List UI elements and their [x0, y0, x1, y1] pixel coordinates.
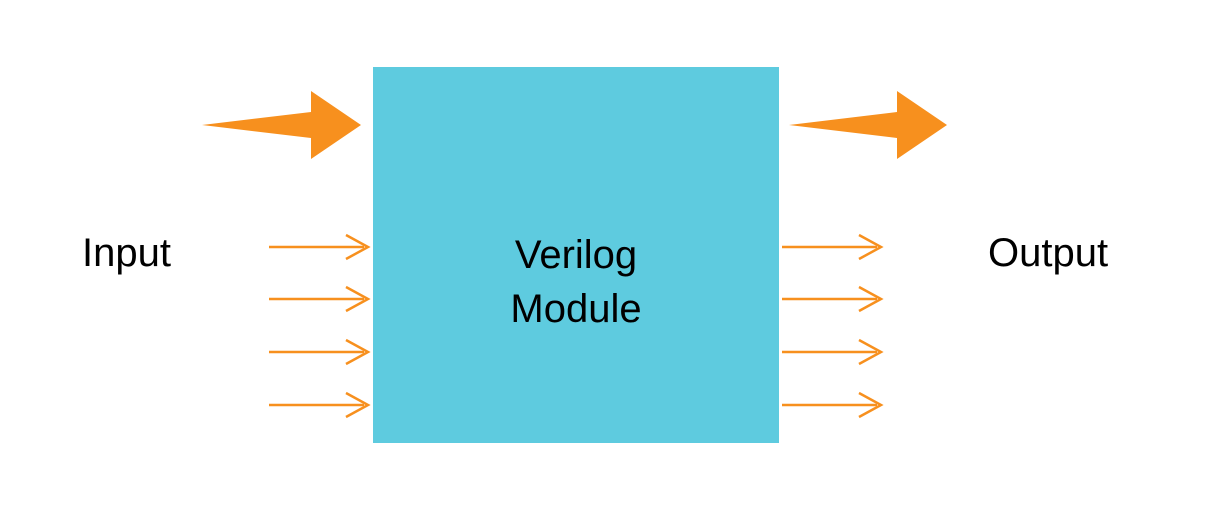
input-signal-arrow-4: [269, 391, 371, 419]
input-label: Input: [82, 231, 171, 275]
output-signal-arrow-3: [782, 338, 884, 366]
input-signal-arrows: [269, 233, 371, 419]
input-signal-arrow-2: [269, 285, 371, 313]
input-signal-arrow-3: [269, 338, 371, 366]
module-title-line-1: Verilog: [514, 233, 638, 277]
output-signal-arrows: [782, 233, 884, 419]
output-bus-arrow: [789, 91, 947, 159]
module-title-line-2: Module: [510, 287, 642, 331]
output-signal-arrow-2: [782, 285, 884, 313]
output-label: Output: [988, 231, 1109, 275]
output-signal-arrow-4: [782, 391, 884, 419]
input-signal-arrow-1: [269, 233, 371, 261]
input-bus-arrow: [202, 91, 361, 159]
module-title: Verilog Module: [373, 228, 779, 336]
verilog-module-block: [373, 67, 779, 443]
output-signal-arrow-1: [782, 233, 884, 261]
